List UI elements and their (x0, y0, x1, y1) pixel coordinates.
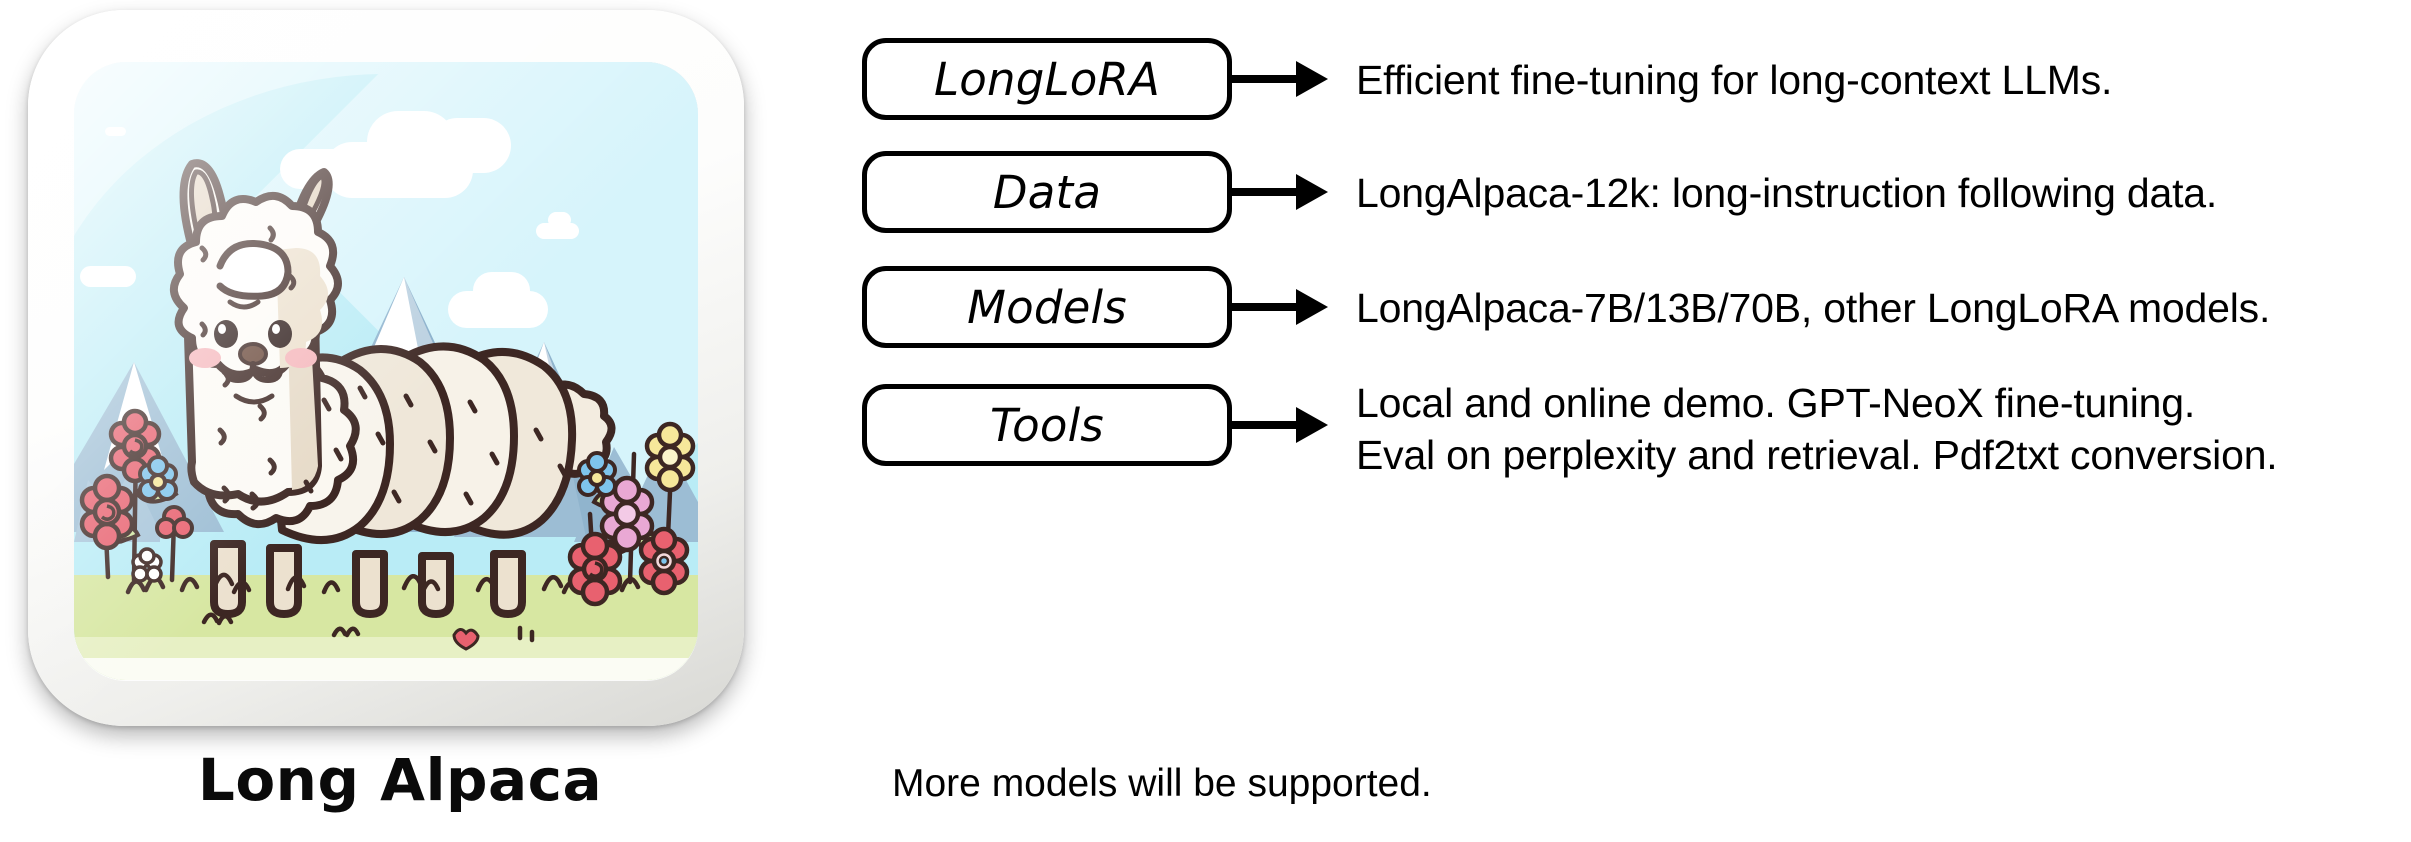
description-line: Local and online demo. GPT-NeoX fine-tun… (1356, 380, 2196, 426)
arrow-line (1232, 75, 1302, 83)
logo-caption: Long Alpaca (197, 746, 603, 814)
description-line: LongAlpaca-7B/13B/70B, other LongLoRA mo… (1356, 285, 2271, 331)
node-label-data: Data (992, 165, 1102, 219)
description-models: LongAlpaca-7B/13B/70B, other LongLoRA mo… (1356, 285, 2270, 332)
flowers (79, 408, 696, 607)
logo-panel: Long Alpaca (0, 0, 800, 842)
node-box-tools[interactable]: Tools (862, 384, 1232, 466)
arrow-line (1232, 421, 1302, 429)
logo-card (28, 10, 744, 726)
node-box-models[interactable]: Models (862, 266, 1232, 348)
description-line: Efficient fine-tuning for long-context L… (1356, 57, 2113, 103)
arrow-head (1296, 61, 1328, 97)
flow-diagram: LongLoRA Efficient fine-tuning for long-… (800, 0, 2411, 842)
logo-inner-frame (74, 62, 698, 680)
node-box-longlora[interactable]: LongLoRA (862, 38, 1232, 120)
arrow-head (1296, 407, 1328, 443)
description-data: LongAlpaca-12k: long-instruction followi… (1356, 170, 2217, 217)
arrow-line (1232, 303, 1302, 311)
description-line: LongAlpaca-12k: long-instruction followi… (1356, 170, 2218, 216)
description-tools: Local and online demo. GPT-NeoX fine-tun… (1356, 377, 2278, 482)
description-longlora: Efficient fine-tuning for long-context L… (1356, 57, 2112, 104)
arrow-line (1232, 188, 1302, 196)
logo-illustration (74, 62, 698, 680)
description-line: Eval on perplexity and retrieval. Pdf2tx… (1356, 432, 2278, 479)
node-box-data[interactable]: Data (862, 151, 1232, 233)
arrow-head (1296, 289, 1328, 325)
node-label-tools: Tools (990, 398, 1104, 452)
arrow-head (1296, 174, 1328, 210)
node-label-models: Models (967, 280, 1127, 334)
node-label-longlora: LongLoRA (934, 52, 1160, 106)
footnote: More models will be supported. (892, 762, 1432, 805)
